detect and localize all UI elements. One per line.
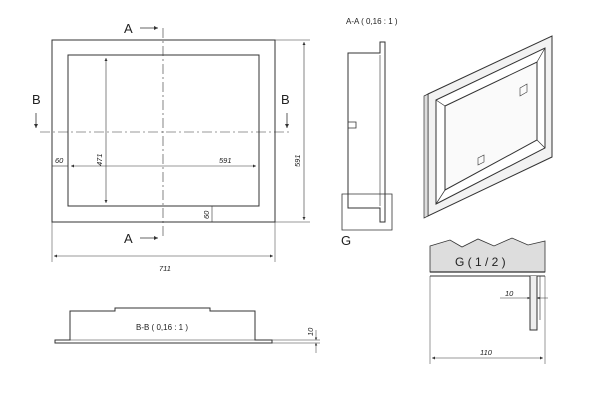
dim-inner-width: 591 — [219, 156, 232, 165]
dim-left-margin: 60 — [55, 156, 64, 165]
section-label-b-right: B — [281, 92, 290, 107]
dim-g-width: 110 — [480, 348, 493, 357]
front-view — [34, 26, 310, 262]
dim-g-small: 10 — [505, 289, 514, 298]
inner-opening — [67, 54, 260, 207]
dim-bottom-margin: 60 — [202, 210, 211, 219]
section-label-a-top: A — [124, 21, 133, 36]
dim-outer-height: 591 — [293, 154, 302, 167]
section-label-a-bottom: A — [124, 231, 133, 246]
section-aa-view — [341, 41, 393, 231]
section-bb-view — [54, 307, 320, 353]
outer-frame — [51, 39, 276, 223]
section-bb-title: B-B ( 0,16 : 1 ) — [136, 323, 188, 332]
section-aa-title: A-A ( 0,16 : 1 ) — [346, 17, 398, 26]
detail-marker-g: G — [341, 233, 351, 248]
dim-inner-height: 471 — [95, 153, 104, 166]
detail-g-view — [429, 237, 548, 364]
section-label-b-left: B — [32, 92, 41, 107]
dim-bb-height: 10 — [306, 327, 315, 336]
detail-g-title: G ( 1 / 2 ) — [455, 255, 506, 269]
dim-outer-width: 711 — [159, 264, 171, 273]
isometric-view — [423, 35, 553, 219]
